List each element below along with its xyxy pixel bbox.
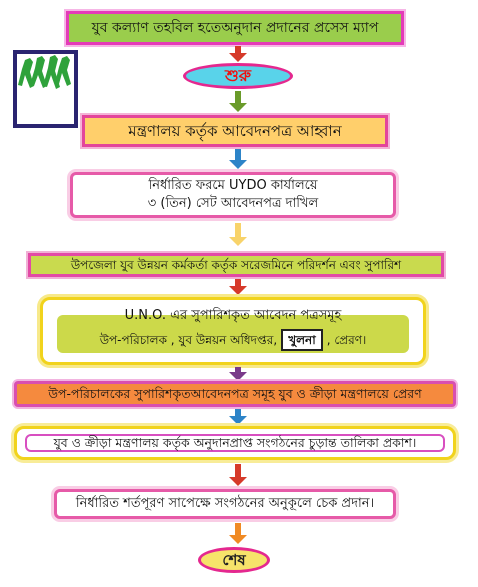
start-label: শুরু <box>224 66 252 86</box>
arrow-shaft <box>235 409 241 417</box>
step4-line2-post: , প্রেরণ। <box>326 332 367 347</box>
arrow-shaft <box>235 367 241 373</box>
step2-line2: ৩ (তিন) সেট আবেদনপত্র দাখিল <box>147 196 319 211</box>
arrow-head <box>229 286 247 295</box>
arrow-head <box>229 477 247 486</box>
step4-line2-pre: উপ-পরিচালক , যুব উন্নয়ন অধিদপ্তর, <box>99 332 278 347</box>
step5-text: উপ-পরিচালকের সুপারিশকৃতআবেদনপত্র সমূহ যু… <box>48 385 422 401</box>
flow-arrow-3 <box>229 149 247 170</box>
step-call-for-applications: মন্ত্রণালয় কর্তৃক আবেদনপত্র আহ্বান <box>82 115 388 147</box>
step6-text: যুব ও ক্রীড়া মন্ত্রণালয় কর্তৃক অনুদানপ… <box>53 434 417 450</box>
flow-arrow-7 <box>229 409 247 425</box>
arrow-head <box>229 237 247 246</box>
arrow-shaft <box>235 279 241 287</box>
arrow-shaft <box>235 523 241 536</box>
step6-inner-frame <box>25 434 445 452</box>
step-submit-application: নির্ধারিত ফরমে UYDO কার্যালয়ে ৩ (তিন) স… <box>70 172 396 218</box>
step3-text: উপজেলা যুব উন্নয়ন কর্মকর্তা কর্তৃক সরেজ… <box>70 257 402 272</box>
flow-arrow-9 <box>229 523 247 545</box>
title-text: যুব কল্যাণ তহবিল হতেঅনুদান প্রদানের প্রস… <box>91 19 379 36</box>
flow-arrow-8 <box>229 464 247 487</box>
arrow-head <box>229 535 247 544</box>
flow-arrow-5 <box>229 279 247 295</box>
arrow-shaft <box>235 223 241 238</box>
step-cheque-distribution: নির্ধারিত শর্তপূরণ সাপেক্ষে সংগঠনের অনুক… <box>54 489 396 519</box>
youth-development-logo <box>13 50 78 128</box>
running-figures-icon <box>18 55 71 89</box>
arrow-shaft <box>235 149 241 161</box>
arrow-head <box>229 53 247 62</box>
end-node: শেষ <box>198 547 270 573</box>
khulna-highlight: খুলনা <box>281 328 323 351</box>
arrow-head <box>229 372 247 381</box>
flow-arrow-2 <box>229 91 247 113</box>
step-forward-to-ministry: উপ-পরিচালকের সুপারিশকৃতআবেদনপত্র সমূহ যু… <box>14 381 456 407</box>
flow-arrow-6 <box>229 367 247 381</box>
arrow-shaft <box>235 46 241 54</box>
process-map-title: যুব কল্যাণ তহবিল হতেঅনুদান প্রদানের প্রস… <box>66 11 404 45</box>
end-label: শেষ <box>222 550 246 569</box>
arrow-head <box>229 103 247 112</box>
step2-line1: নির্ধারিত ফরমে UYDO কার্যালয়ে <box>148 178 318 194</box>
start-node: শুরু <box>183 63 293 89</box>
step-publish-final-list: যুব ও ক্রীড়া মন্ত্রণালয় কর্তৃক অনুদানপ… <box>14 426 456 460</box>
step-uno-recommendation: U.N.O. এর সুপারিশকৃত আবেদন পত্রসমূহ উপ-প… <box>40 297 426 365</box>
flow-arrow-1 <box>229 46 247 62</box>
arrow-head <box>229 160 247 169</box>
step4-line2: উপ-পরিচালক , যুব উন্নয়ন অধিদপ্তর, খুলনা… <box>99 328 367 351</box>
flow-arrow-4 <box>229 223 247 249</box>
arrow-shaft <box>235 464 241 478</box>
arrow-head <box>229 416 247 425</box>
step4-line1: U.N.O. এর সুপারিশকৃত আবেদন পত্রসমূহ <box>124 308 342 324</box>
step1-text: মন্ত্রণালয় কর্তৃক আবেদনপত্র আহ্বান <box>128 121 342 140</box>
arrow-shaft <box>235 91 241 104</box>
step4-inner-panel <box>57 315 409 353</box>
step7-text: নির্ধারিত শর্তপূরণ সাপেক্ষে সংগঠনের অনুক… <box>75 496 375 512</box>
step-field-inspection: উপজেলা যুব উন্নয়ন কর্মকর্তা কর্তৃক সরেজ… <box>28 253 444 277</box>
